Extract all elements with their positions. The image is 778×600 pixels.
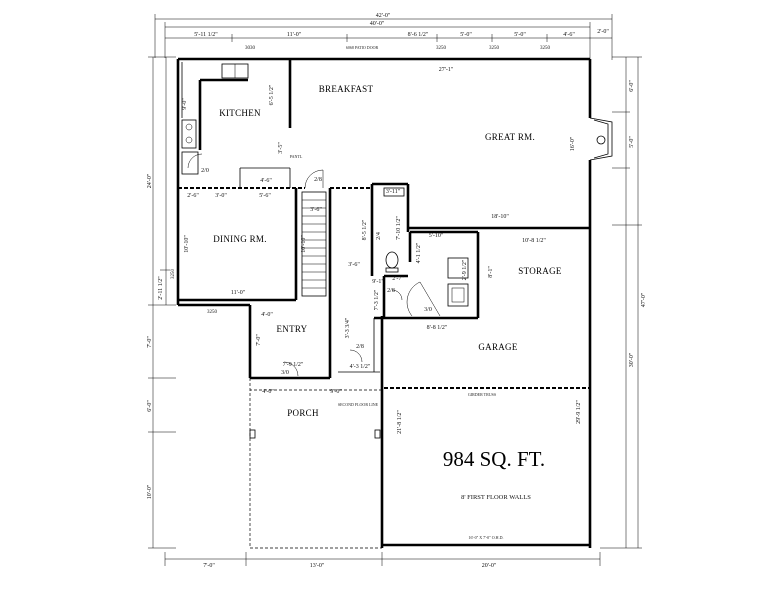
- dim-entry-c: 7'-9 1/2": [283, 362, 304, 368]
- right-dimension-lines: [600, 56, 642, 549]
- dim-dining-width: 11'-0": [231, 290, 246, 296]
- dim-dining-c: 5'-6": [259, 193, 271, 199]
- room-garage: GARAGE: [478, 342, 518, 352]
- dim-entry-h: 4'-3 1/2": [350, 364, 371, 370]
- upper-right-dim: 2'-0": [597, 29, 609, 35]
- window-3250-bottom: 3250: [207, 310, 218, 315]
- top-dim-1: 5'-11 1/2": [194, 32, 218, 38]
- right-dim-2: 5'-0": [629, 136, 635, 148]
- area-label: 984 SQ. FT.: [443, 447, 545, 471]
- bottom-dim-left: 7'-0": [203, 563, 215, 569]
- door-2-0: 2/0: [201, 168, 209, 174]
- dim-entry-d: 3/0: [281, 370, 289, 376]
- exterior-walls: [176, 57, 613, 548]
- dim-porch-b: 9'-0": [330, 389, 342, 395]
- left-dimension-lines: [148, 56, 176, 549]
- window-3250-left: 3250: [171, 269, 176, 280]
- room-entry: ENTRY: [276, 324, 307, 334]
- pantry-label: PANTL: [290, 154, 303, 159]
- top-dim-2: 11'-0": [287, 32, 302, 38]
- dim-great-lower: 18'-10": [491, 214, 509, 220]
- depth-right-dim: 47'-0": [641, 292, 647, 307]
- dim-storage-b: 4'-1 1/2": [416, 242, 422, 263]
- dim-entry-b: 7'-0": [256, 334, 262, 346]
- bottom-dim-mid: 13'-0": [310, 563, 325, 569]
- dim-storage-a: 5'-10": [429, 233, 444, 239]
- dim-stair-c: 3'-6": [348, 262, 360, 268]
- dim-dining-a: 2'-6": [187, 193, 199, 199]
- dim-bath-d: 2/4: [376, 232, 382, 240]
- fixtures: [181, 62, 469, 377]
- top-dim-4: 5'-0": [460, 32, 472, 38]
- dim-left-kitchen: 9'-0": [182, 98, 188, 110]
- interior-walls: [178, 60, 590, 549]
- window-tag-top-2: 3250: [436, 46, 447, 51]
- room-kitchen: KITCHEN: [219, 108, 261, 118]
- top-dim-3: 8'-6 1/2": [408, 32, 429, 38]
- dim-garage-left: 21'-8 1/2": [397, 410, 403, 434]
- second-floor-line-label: SECOND FLOOR LINE: [338, 402, 379, 407]
- dim-entry-g: 2/8: [356, 344, 364, 350]
- left-dim-porch: 6'-0": [147, 400, 153, 412]
- dim-kitchen-v: 6'-5 1/2": [269, 84, 275, 105]
- top-dim-5: 5'-0": [514, 32, 526, 38]
- dim-entry-e: 7'-3 1/2": [374, 289, 380, 310]
- top-dim-6: 4'-6": [563, 32, 575, 38]
- dim-dining-depth: 10'-10": [184, 235, 190, 253]
- garage-door-label: 16'-0" X 7'-0" O.H.D.: [469, 535, 504, 540]
- girder-truss-label: GIRDER TRUSS: [468, 392, 496, 397]
- right-dim-1: 6'-0": [629, 80, 635, 92]
- storage-door: 3/0: [424, 307, 432, 313]
- dim-storage-f: 8'-8 1/2": [427, 325, 448, 331]
- dim-entry-f: 3'-3 3/4": [345, 317, 351, 338]
- bottom-dim-right: 20'-0": [482, 563, 497, 569]
- dim-storage-c: 2'-9 1/2": [462, 259, 468, 280]
- window-tag-top-3: 3250: [489, 46, 500, 51]
- left-dim-bottom: 10'-0": [147, 484, 153, 499]
- patio-door-label: 6068 PATIO DOOR: [346, 45, 379, 50]
- dim-dining-b: 3'-0": [215, 193, 227, 199]
- room-great: GREAT RM.: [485, 132, 535, 142]
- dim-entry-a: 4'-0": [261, 312, 273, 318]
- depth-right-lower-dim: 30'-0": [629, 352, 635, 367]
- dim-garage-right: 29'-9 1/2": [576, 400, 582, 424]
- left-dim-entry: 7'-0": [147, 336, 153, 348]
- room-porch: PORCH: [287, 408, 319, 418]
- room-dining: DINING RM.: [213, 234, 267, 244]
- walls-note: 8' FIRST FLOOR WALLS: [461, 494, 531, 501]
- bottom-dimension-lines: [164, 552, 601, 566]
- dim-stair-a: 3'-6": [310, 207, 322, 213]
- left-dim-small: 2'-11 1/2": [158, 276, 164, 300]
- dim-storage-d: 10'-8 1/2": [522, 238, 546, 244]
- dim-storage-e: 8'-1": [488, 266, 494, 278]
- top-dimension-lines: [154, 14, 613, 60]
- dim-porch-a: 4'-0": [262, 389, 274, 395]
- depth-left-dim: 24'-0": [147, 173, 153, 188]
- dim-entry-i: 2/8: [387, 288, 395, 294]
- dim-bath-c: 8'-5 1/2": [362, 219, 368, 240]
- upper-width-dim: 40'-0": [370, 21, 385, 27]
- dim-bath-b: 7'-10 1/2": [396, 216, 402, 240]
- dim-great-depth: 16'-0": [570, 136, 576, 151]
- room-storage: STORAGE: [518, 266, 562, 276]
- total-width-dim: 42'-0": [376, 13, 391, 19]
- window-tag-top-4: 3250: [540, 46, 551, 51]
- dim-great-width: 27'-1": [439, 67, 454, 73]
- dim-kitchen-small: 3'-5": [278, 142, 284, 154]
- dim-stair-b: 10'-10": [301, 235, 307, 253]
- dim-bath-f: 9'-1": [372, 279, 384, 285]
- room-breakfast: BREAKFAST: [319, 84, 374, 94]
- window-tag-top-1: 3030: [245, 46, 256, 51]
- dim-bath-a: 3'-11": [386, 189, 401, 195]
- dim-bath-e: 2'-7": [392, 276, 404, 282]
- door-2-8-a: 2/8: [314, 177, 322, 183]
- dim-kitchen-counter: 4'-6": [260, 178, 272, 184]
